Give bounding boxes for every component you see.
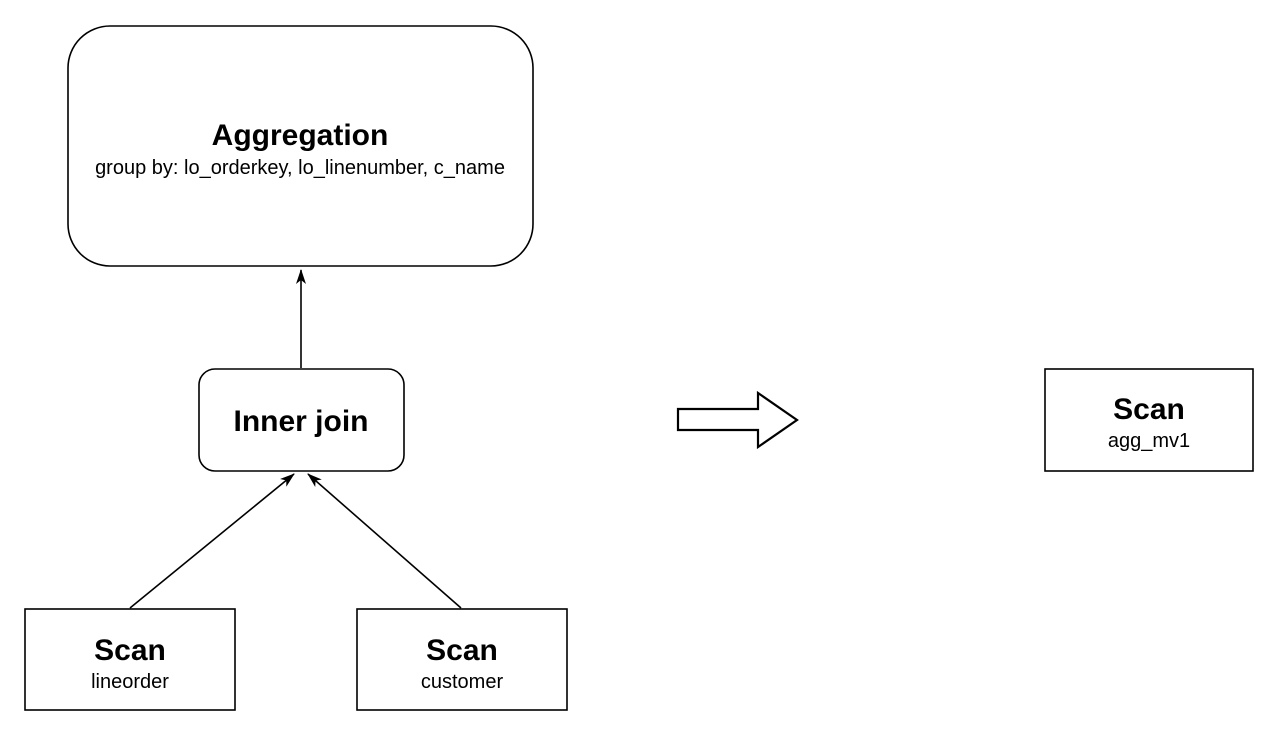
node-scan-lineorder-detail: lineorder [91, 671, 169, 693]
node-scan-lineorder-title: Scan [94, 634, 166, 667]
node-inner-join: Inner join [198, 368, 405, 472]
node-aggregation-detail: group by: lo_orderkey, lo_linenumber, c_… [95, 157, 505, 179]
node-scan-customer-detail: customer [421, 671, 504, 693]
node-inner-join-title: Inner join [234, 405, 369, 438]
node-scan-lineorder: Scan lineorder [24, 608, 236, 711]
rewrite-block-arrow-icon [676, 390, 799, 450]
node-scan-agg-mv1-detail: agg_mv1 [1108, 430, 1190, 452]
edge-scancustomer-to-innerjoin [307, 473, 462, 609]
node-aggregation: Aggregation group by: lo_orderkey, lo_li… [67, 25, 534, 267]
node-aggregation-title: Aggregation [212, 119, 389, 152]
node-scan-agg-mv1-title: Scan [1113, 393, 1185, 426]
node-scan-customer: Scan customer [356, 608, 568, 711]
node-scan-customer-title: Scan [426, 634, 498, 667]
node-scan-agg-mv1: Scan agg_mv1 [1044, 368, 1254, 472]
edge-scanlineorder-to-innerjoin [129, 473, 295, 609]
